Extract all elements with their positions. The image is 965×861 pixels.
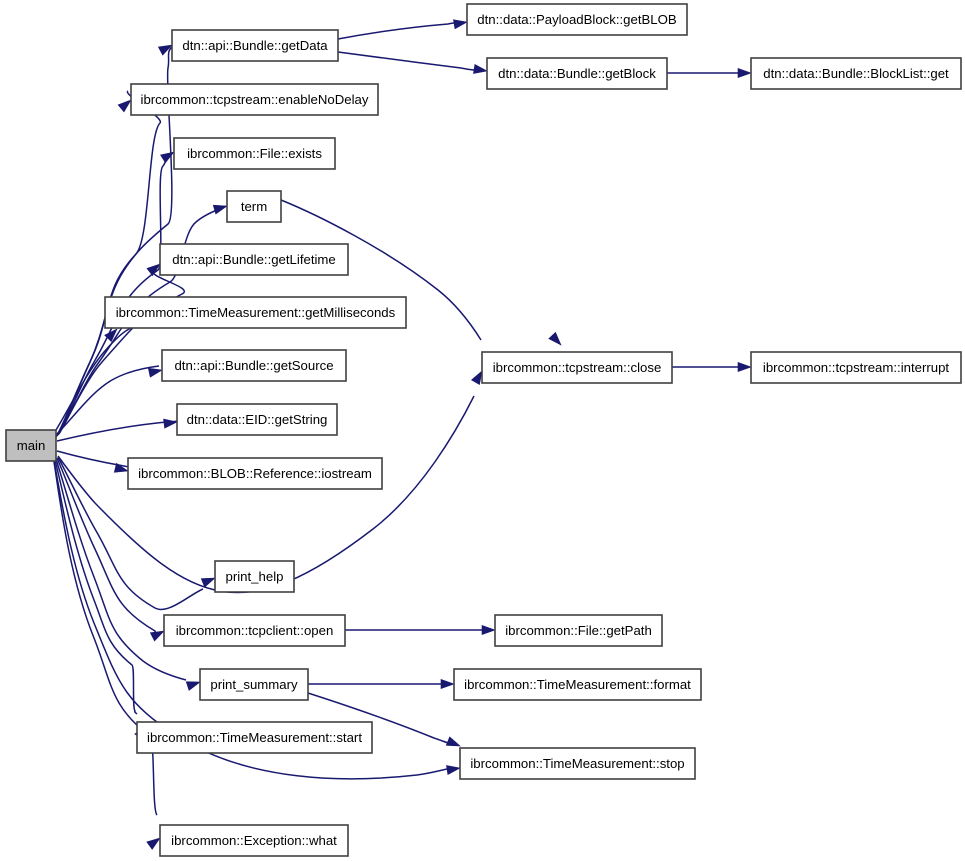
node-box[interactable] <box>750 57 962 90</box>
node-box[interactable] <box>226 190 282 223</box>
arrowhead-icon <box>473 63 488 74</box>
graph-node-main[interactable]: main <box>5 429 57 462</box>
call-edge <box>54 459 138 715</box>
graph-node-tmStop[interactable]: ibrcommon::TimeMeasurement::stop <box>459 747 696 780</box>
graph-node-interrupt[interactable]: ibrcommon::tcpstream::interrupt <box>750 351 962 384</box>
node-box[interactable] <box>214 560 295 593</box>
graph-node-printSummary[interactable]: print_summary <box>199 668 309 701</box>
arrowhead-icon <box>737 361 752 373</box>
arrowhead-icon <box>185 681 201 691</box>
graph-node-enableNoDelay[interactable]: ibrcommon::tcpstream::enableNoDelay <box>130 83 379 116</box>
arrowhead-icon <box>104 328 118 343</box>
node-box[interactable] <box>163 614 346 647</box>
graph-node-exceptionWhat[interactable]: ibrcommon::Exception::what <box>159 824 349 857</box>
node-box[interactable] <box>171 29 339 62</box>
arrowheads-layer <box>104 19 752 850</box>
graph-node-getMilliseconds[interactable]: ibrcommon::TimeMeasurement::getMilliseco… <box>104 296 407 329</box>
graph-node-tmStart[interactable]: ibrcommon::TimeMeasurement::start <box>136 721 373 754</box>
graph-node-getPath[interactable]: ibrcommon::File::getPath <box>494 614 663 647</box>
arrowhead-icon <box>446 765 461 776</box>
arrowhead-icon <box>548 331 562 346</box>
graph-node-tcpclientOpen[interactable]: ibrcommon::tcpclient::open <box>163 614 346 647</box>
graph-node-close[interactable]: ibrcommon::tcpstream::close <box>481 351 673 384</box>
node-box[interactable] <box>5 429 57 462</box>
node-box[interactable] <box>161 349 347 382</box>
node-box[interactable] <box>136 721 373 754</box>
call-edge <box>56 420 180 442</box>
call-edge <box>337 21 460 40</box>
call-edge <box>53 461 158 816</box>
call-edge <box>58 265 186 433</box>
node-box[interactable] <box>104 296 407 329</box>
arrowhead-icon <box>113 462 129 473</box>
call-edge <box>57 153 171 436</box>
call-edge <box>337 51 476 71</box>
arrowhead-icon <box>163 418 178 429</box>
graph-node-printHelp[interactable]: print_help <box>214 560 295 593</box>
call-edge <box>55 458 187 681</box>
node-box[interactable] <box>453 668 702 701</box>
call-edge <box>280 199 482 341</box>
node-box[interactable] <box>486 57 668 90</box>
node-box[interactable] <box>159 824 349 857</box>
graph-node-getString[interactable]: dtn::data::EID::getString <box>176 403 338 436</box>
node-box[interactable] <box>459 747 696 780</box>
graph-node-fileExists[interactable]: ibrcommon::File::exists <box>173 137 336 170</box>
arrowhead-icon <box>157 44 173 56</box>
arrowhead-icon <box>160 151 175 164</box>
arrowhead-icon <box>147 367 163 378</box>
call-edge <box>56 90 161 437</box>
edges-layer <box>53 21 743 816</box>
node-box[interactable] <box>199 668 309 701</box>
arrowhead-icon <box>146 263 161 277</box>
arrowhead-icon <box>200 577 216 588</box>
arrowhead-icon <box>212 204 228 215</box>
node-box[interactable] <box>176 403 338 436</box>
graph-node-term[interactable]: term <box>226 190 282 223</box>
graph-node-getBLOB[interactable]: dtn::data::PayloadBlock::getBLOB <box>466 3 688 36</box>
arrowhead-icon <box>445 736 461 747</box>
node-box[interactable] <box>173 137 336 170</box>
node-box[interactable] <box>494 614 663 647</box>
node-box[interactable] <box>750 351 962 384</box>
arrowhead-icon <box>737 67 752 79</box>
arrowhead-icon <box>149 630 165 642</box>
call-edge <box>56 457 157 633</box>
graph-node-tmFormat[interactable]: ibrcommon::TimeMeasurement::format <box>453 668 702 701</box>
node-box[interactable] <box>159 243 349 276</box>
call-edge <box>58 207 223 435</box>
graph-node-getData[interactable]: dtn::api::Bundle::getData <box>171 29 339 62</box>
graph-node-getBlock[interactable]: dtn::data::Bundle::getBlock <box>486 57 668 90</box>
call-edge <box>55 365 160 436</box>
graph-node-getSource[interactable]: dtn::api::Bundle::getSource <box>161 349 347 382</box>
node-box[interactable] <box>127 457 383 490</box>
arrowhead-icon <box>440 678 455 690</box>
arrowhead-icon <box>117 99 132 113</box>
arrowhead-icon <box>146 837 161 850</box>
node-box[interactable] <box>130 83 379 116</box>
nodes-layer: maindtn::api::Bundle::getDatadtn::data::… <box>5 3 962 857</box>
graph-node-iostream[interactable]: ibrcommon::BLOB::Reference::iostream <box>127 457 383 490</box>
node-box[interactable] <box>466 3 688 36</box>
graph-node-blockListGet[interactable]: dtn::data::Bundle::BlockList::get <box>750 57 962 90</box>
arrowhead-icon <box>453 19 468 30</box>
arrowhead-icon <box>481 624 496 636</box>
arrowhead-icon <box>470 370 483 386</box>
call-edge <box>57 456 204 611</box>
node-box[interactable] <box>481 351 673 384</box>
graph-node-getLifetime[interactable]: dtn::api::Bundle::getLifetime <box>159 243 349 276</box>
call-edge <box>307 692 452 745</box>
